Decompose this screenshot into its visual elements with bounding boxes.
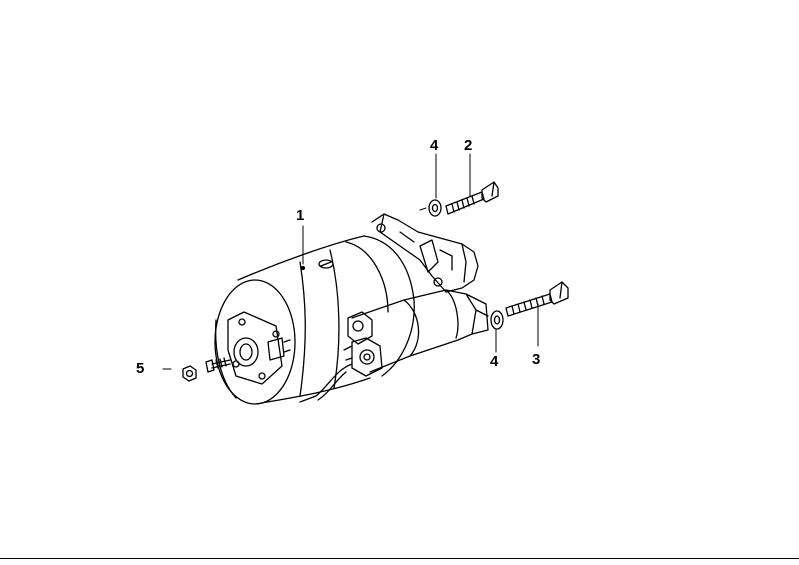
- leader-lines: [162, 153, 539, 370]
- callout-upper-washer: 4: [430, 137, 439, 154]
- callout-upper-bolt: 2: [464, 137, 473, 154]
- hex-nut: [182, 365, 197, 382]
- callout-starter-motor: 1: [296, 207, 305, 224]
- callout-lower-washer: 4: [490, 353, 499, 370]
- bottom-divider: [0, 558, 799, 559]
- washer: [428, 199, 442, 217]
- callout-terminal-nut: 5: [136, 360, 145, 377]
- washer: [490, 310, 504, 330]
- starter-motor: [214, 213, 489, 405]
- hex-bolt: [505, 281, 569, 317]
- callout-lower-bolt: 3: [532, 351, 541, 368]
- hex-bolt: [445, 181, 499, 215]
- terminal-stud: [205, 357, 231, 373]
